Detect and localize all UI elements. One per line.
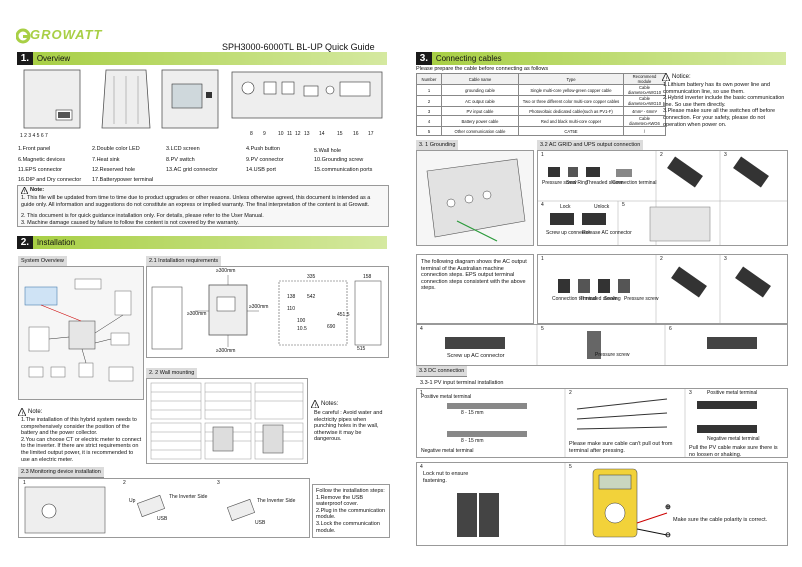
list-item: 3.LCD screen xyxy=(166,146,200,152)
list-item: 16.DIP and Dry connector xyxy=(18,177,82,183)
pv-terminal-diagram: 1 2 3 Positive metal terminal 8 - 15 mm … xyxy=(416,388,788,458)
section-number: 1. xyxy=(17,52,33,65)
inverter-lcd-image xyxy=(160,68,220,130)
inverter-front-image xyxy=(18,68,86,133)
australian-ac-text: The following diagram shows the AC outpu… xyxy=(421,259,527,292)
list-item: 1.Front panel xyxy=(18,146,51,152)
list-item: 17.Batterypower terminal xyxy=(92,177,154,183)
list-item: 15.communication ports xyxy=(314,167,373,173)
cables-notice: ! Notice: 1.Lithium battery has its own … xyxy=(662,73,788,129)
system-overview-diagram xyxy=(18,266,144,400)
overview-item-list: 1.Front panel 2.Double color LED 3.LCD s… xyxy=(18,146,388,186)
left-callout-numbers: 1 2 3 4 5 6 7 xyxy=(20,133,48,139)
section-cables-header: 3. Connecting cables xyxy=(416,52,786,65)
inverter-side-image xyxy=(96,68,156,130)
logo-text: GROWATT xyxy=(30,27,103,42)
australian-ac-diagram: 4 5 6 Screw up AC connector Pressure scr… xyxy=(416,324,788,366)
list-item: 10.Grounding screw xyxy=(314,157,364,163)
list-item: 4.Push button xyxy=(246,146,280,152)
growatt-logo-icon xyxy=(15,28,31,44)
note-text-3: 3. Machine damage caused by failure to f… xyxy=(21,220,239,226)
note-title: Note: xyxy=(30,187,45,194)
inverter-bottom-image xyxy=(230,68,385,132)
section-number: 3. xyxy=(416,52,432,65)
warning-icon: ! xyxy=(311,400,319,408)
pv-lock-diagram: 4 5 Lock nut to ensure fastening. ⊕ ⊖ Ma… xyxy=(416,462,788,546)
svg-text:!: ! xyxy=(21,411,23,416)
installation-note: ! Note: 1.The installation of this hybri… xyxy=(18,408,144,463)
list-item: 11.EPS connector xyxy=(18,167,62,173)
installation-note-text: 1.The installation of this hybrid system… xyxy=(21,417,142,463)
cables-prepare-text: Please prepare the cable before connecti… xyxy=(416,66,549,72)
svg-text:!: ! xyxy=(314,403,316,408)
warning-icon: ! xyxy=(662,73,670,81)
pv-note-press: Please make sure cable can't pull out fr… xyxy=(569,441,673,454)
australian-ac-text-box: The following diagram shows the AC outpu… xyxy=(416,254,534,324)
list-item: 12.Reserved hole xyxy=(92,167,136,173)
list-item: 7.Heat sink xyxy=(92,157,120,163)
section-title: Connecting cables xyxy=(431,52,786,65)
polarity-positive-icon: ⊕ xyxy=(665,504,671,511)
note-text-2: 2. This document is for quick guidance i… xyxy=(21,213,264,219)
grounding-diagram xyxy=(416,150,534,246)
list-item: 6.Magnetic devices xyxy=(18,157,66,163)
brand-logo: GROWATT xyxy=(15,27,106,44)
svg-text:!: ! xyxy=(24,189,26,194)
cable-table: Number Cable name Type Recommend module … xyxy=(416,73,666,136)
pv-lock-text: Lock nut to ensure fastening. xyxy=(423,471,469,484)
section-title: Installation xyxy=(32,236,387,249)
pv-note-polarity: Make sure the cable polarity is correct. xyxy=(673,517,768,523)
section-title: Overview xyxy=(32,52,387,65)
monitoring-steps-box: Follow the installation steps: 1.Remove … xyxy=(312,484,390,538)
overview-note-box: ! Note: 1. This file will be updated fro… xyxy=(17,185,389,227)
list-item: 9.PV connector xyxy=(246,157,284,163)
note-text-1: 1. This file will be updated from time t… xyxy=(21,195,371,208)
tab-monitoring-device: 2.3 Monitoring device installation xyxy=(18,467,104,478)
section-number: 2. xyxy=(17,236,33,249)
warning-icon: ! xyxy=(18,408,26,416)
table-header-row: Number Cable name Type Recommend module xyxy=(416,73,666,85)
wall-mounting-notes: ! Notes: Be careful : Avoid water and el… xyxy=(311,400,389,462)
list-item: 13.AC grid connector xyxy=(166,167,218,173)
list-item: 5.Wall hole xyxy=(314,148,342,154)
monitoring-steps-text: Follow the installation steps: 1.Remove … xyxy=(316,488,386,534)
tab-dc-connection: 3.3 DC connection xyxy=(416,366,468,377)
wall-mounting-diagram xyxy=(146,378,308,464)
warning-icon: ! xyxy=(21,187,28,194)
right-callout-numbers: 8 9 10 11 12 13 14 15 16 17 xyxy=(250,131,374,137)
list-item: 8.PV switch xyxy=(166,157,195,163)
installation-requirements-diagram: ≥300mm ≥300mm ≥300mm ≥300mm 335 158 138 … xyxy=(146,266,389,358)
pv-input-title: 3.3-1 PV input terminal installation xyxy=(420,380,504,386)
svg-text:!: ! xyxy=(665,76,667,81)
monitoring-device-diagram: 1 2 3 Up The Inverter Side USB The Inver… xyxy=(18,478,310,538)
list-item: 2.Double color LED xyxy=(92,146,140,152)
pv-note-pull: Pull the PV cable make sure there is no … xyxy=(689,445,778,458)
australian-ac-steps-top: 1 2 3 Connection terminal Threaded sleev… xyxy=(537,254,788,324)
list-item: 14.USB port xyxy=(246,167,276,173)
polarity-negative-icon: ⊖ xyxy=(665,532,671,539)
wall-note-text: Be careful : Avoid water and electricity… xyxy=(314,410,383,443)
doc-title: SPH3000-6000TL BL-UP Quick Guide xyxy=(222,42,375,52)
ac-grid-diagram: 1 2 3 4 5 Pressure screw Seal Ring Threa… xyxy=(537,150,788,246)
section-installation-header: 2. Installation xyxy=(17,236,387,249)
cables-notice-text: 1.Lithium battery has its own power line… xyxy=(663,82,785,128)
section-overview-header: 1. Overview xyxy=(17,52,387,65)
